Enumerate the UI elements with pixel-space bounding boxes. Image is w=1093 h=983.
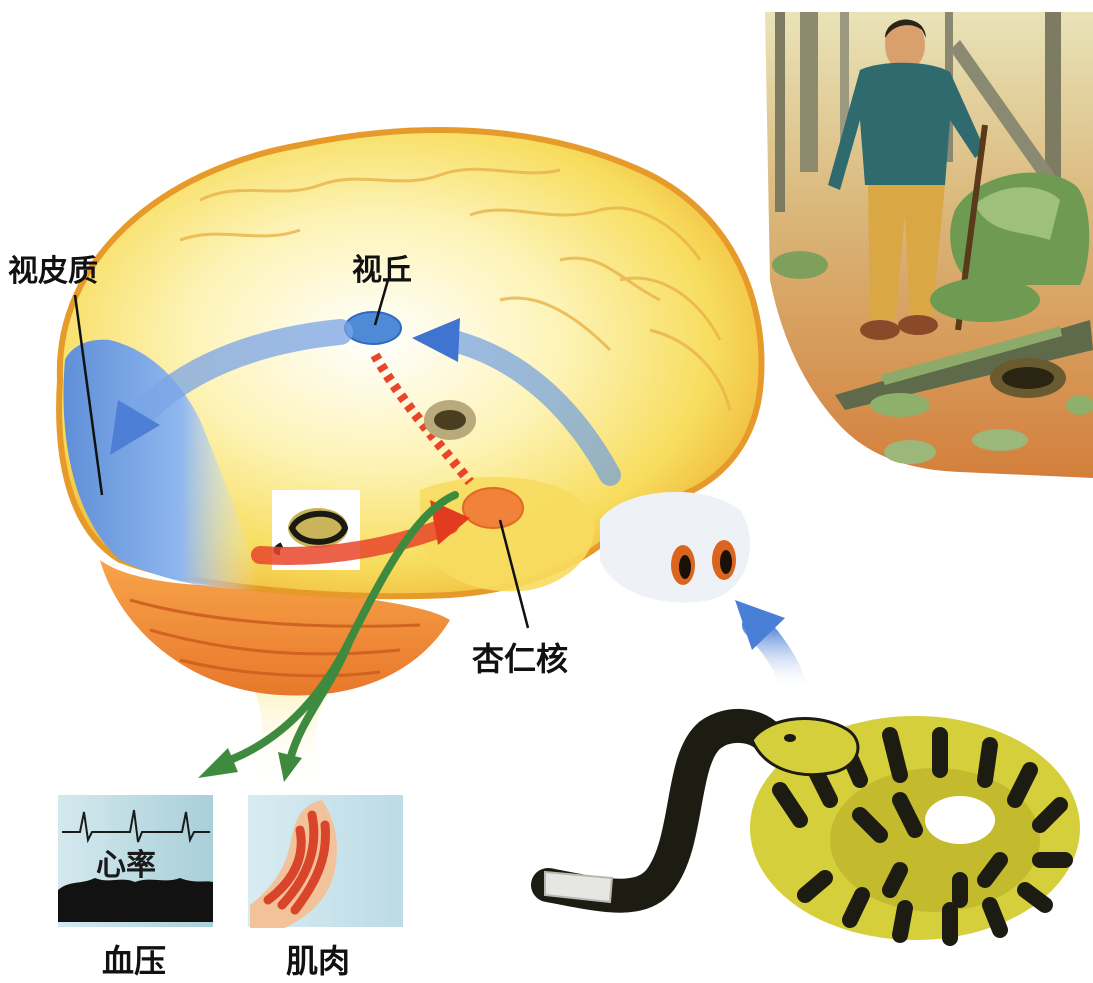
muscle-label: 肌肉 bbox=[286, 936, 350, 982]
amygdala-leader-line bbox=[500, 520, 528, 628]
blood-pressure-label: 血压 bbox=[102, 936, 166, 982]
heart-rate-label: 心率 bbox=[96, 840, 156, 884]
visual-cortex-label: 视皮质 bbox=[8, 246, 98, 290]
thalamus-label: 视丘 bbox=[352, 245, 412, 289]
cortex-leader-line bbox=[75, 295, 102, 495]
amygdala-label: 杏仁核 bbox=[472, 634, 568, 680]
